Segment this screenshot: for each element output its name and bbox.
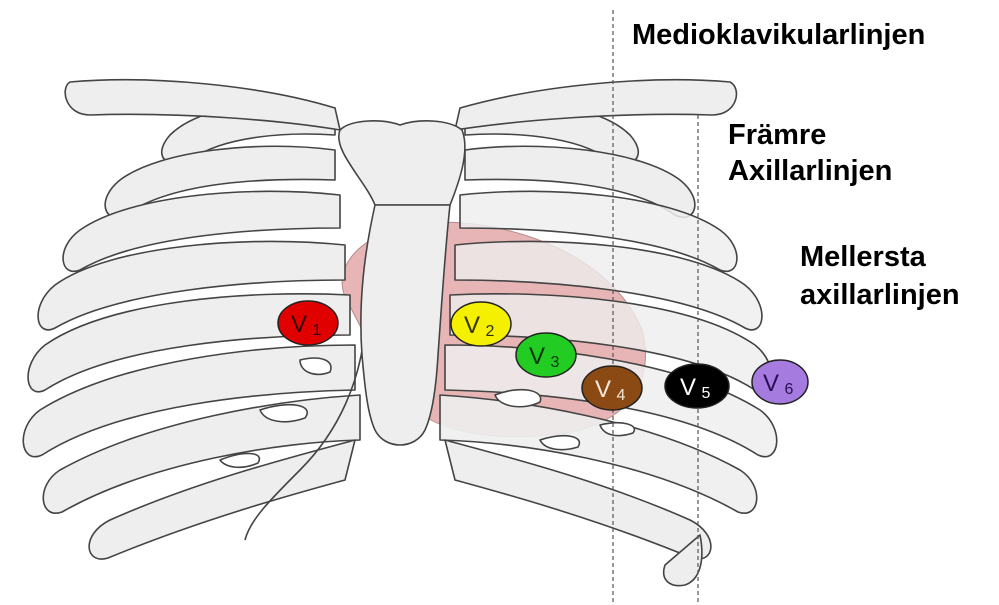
electrode-v2-subscript: 2 bbox=[486, 323, 495, 340]
electrode-v6-disc bbox=[752, 360, 808, 404]
mid-axillary-line-label-1: Mellersta bbox=[800, 240, 926, 274]
mid-axillary-line-label-2: axillarlinjen bbox=[800, 278, 960, 312]
electrode-v3-label: V bbox=[529, 343, 545, 370]
electrode-v3-subscript: 3 bbox=[551, 354, 560, 371]
electrode-v3-disc bbox=[516, 333, 576, 377]
electrode-v6-label: V bbox=[763, 370, 779, 397]
electrode-v5-label: V bbox=[680, 374, 696, 401]
electrode-v2-label: V bbox=[464, 312, 480, 339]
electrode-v4-label: V bbox=[595, 376, 611, 403]
anterior-axillary-line-label-1: Främre bbox=[728, 118, 826, 152]
clavicles bbox=[65, 80, 736, 130]
electrode-v1-subscript: 1 bbox=[313, 322, 322, 339]
midclavicular-line-label: Medioklavikularlinjen bbox=[632, 18, 925, 52]
anterior-axillary-line-label-2: Axillarlinjen bbox=[728, 154, 892, 188]
electrode-v5-disc bbox=[665, 364, 729, 408]
electrode-v4-subscript: 4 bbox=[617, 387, 626, 404]
electrode-v4-disc bbox=[582, 366, 642, 410]
electrode-v6-subscript: 6 bbox=[785, 381, 794, 398]
electrode-v1-disc bbox=[278, 301, 338, 345]
electrode-v5-subscript: 5 bbox=[702, 385, 711, 402]
electrode-v2-disc bbox=[451, 302, 511, 346]
electrode-v1-label: V bbox=[291, 311, 307, 338]
